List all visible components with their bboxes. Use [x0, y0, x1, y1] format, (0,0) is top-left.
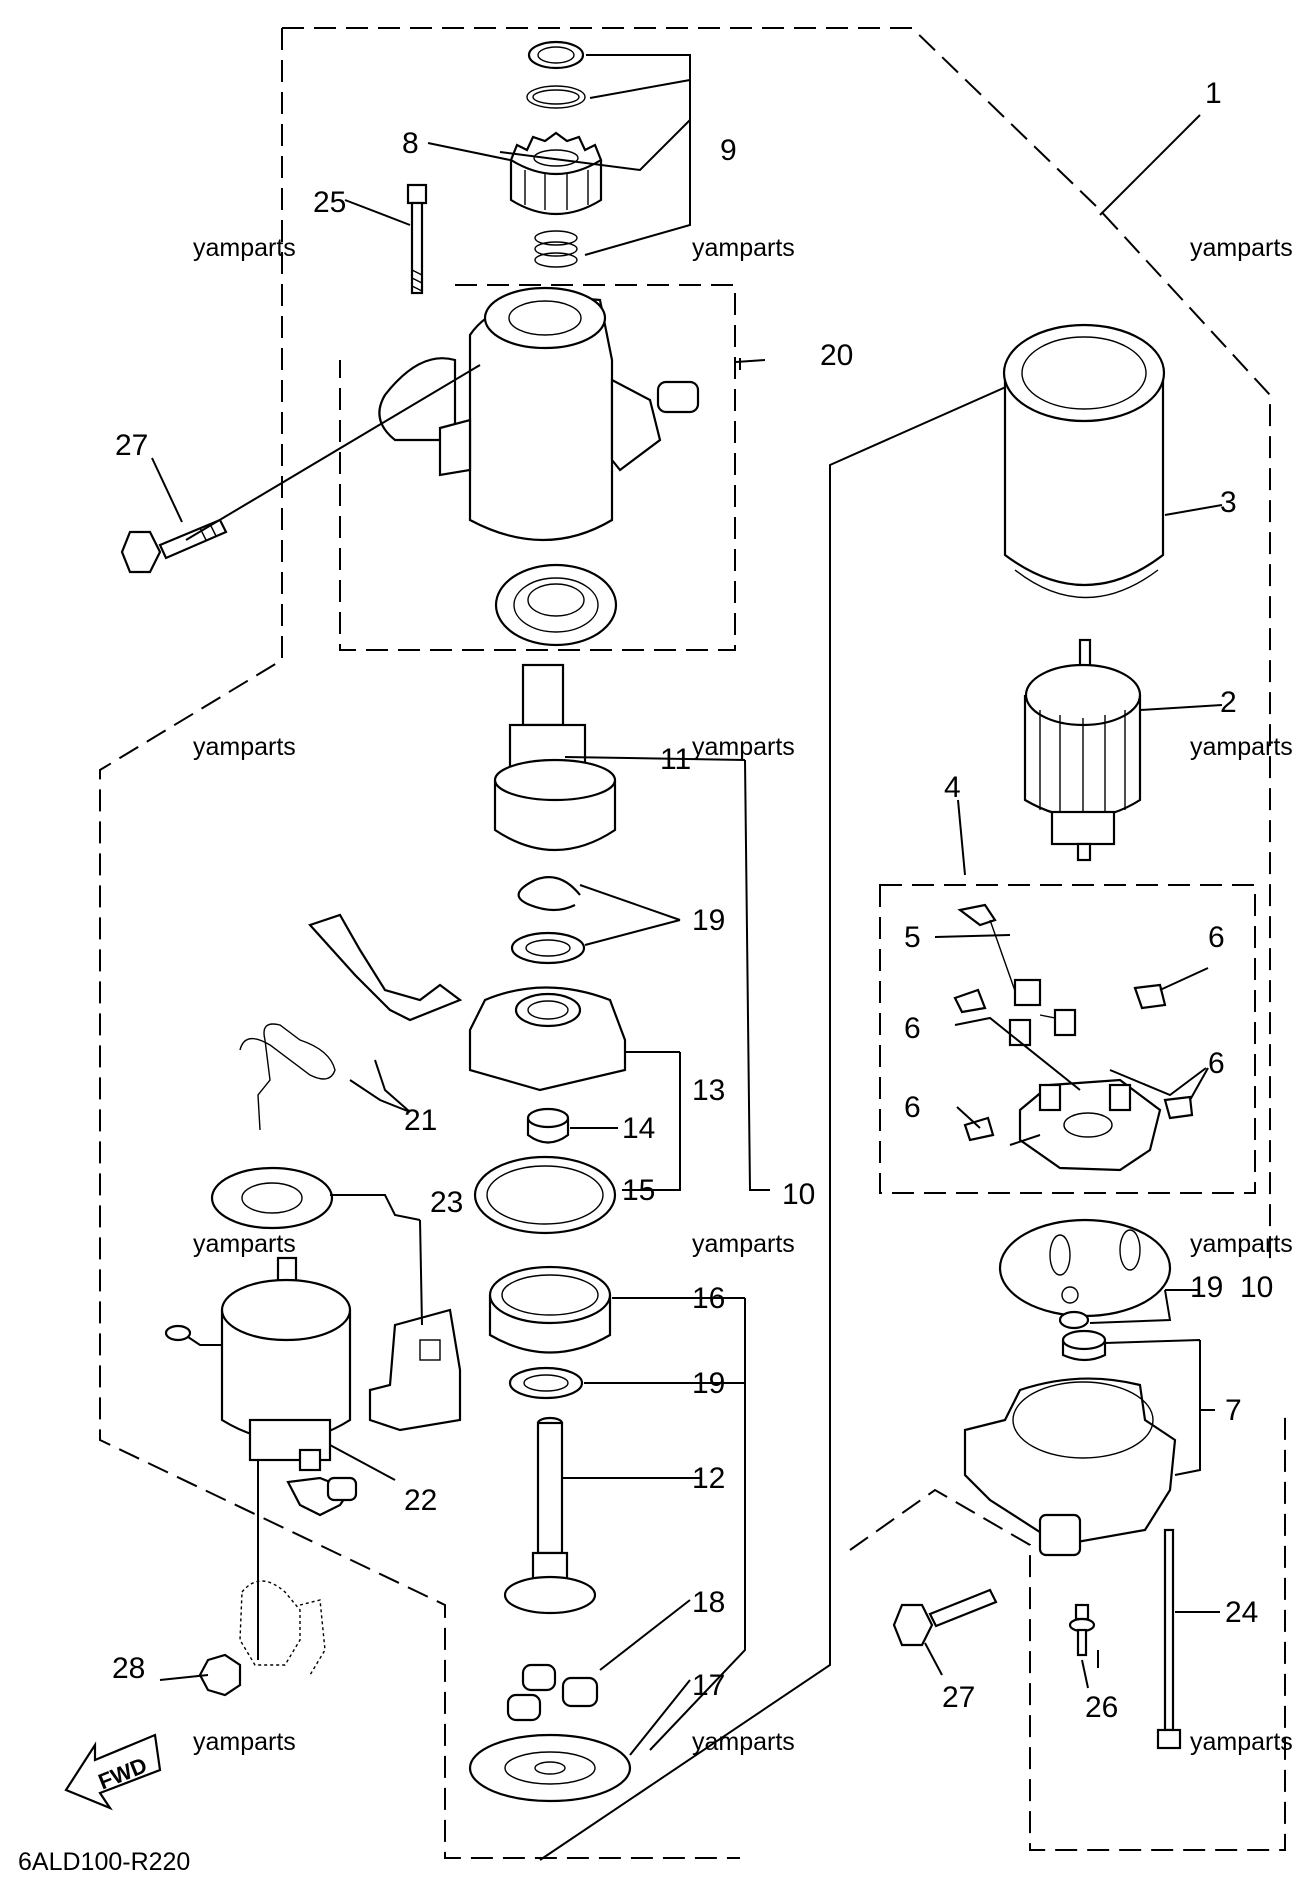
callout-5: 5: [904, 921, 921, 954]
part-13-bracket: [468, 986, 627, 1092]
part-11-clutch: [493, 663, 617, 852]
part-19-end-plate: [998, 1218, 1172, 1330]
callout-6-c: 6: [1208, 1047, 1225, 1080]
watermark-text: yamparts: [193, 1728, 296, 1756]
callout-19-b: 19: [692, 1367, 725, 1400]
callout-17: 17: [692, 1669, 725, 1702]
callout-24: 24: [1225, 1596, 1258, 1629]
callout-26: 26: [1085, 1691, 1118, 1724]
part-2-armature: [1023, 638, 1142, 862]
callout-6-b: 6: [904, 1012, 921, 1045]
callouts: 1 2 3 4 5 6 6 6 6 7 8 9 10 10 11 12 13 1…: [112, 77, 1273, 1724]
part-18-planet-gears: [506, 1663, 599, 1722]
callout-10-b: 10: [1240, 1271, 1273, 1304]
callout-22: 22: [404, 1484, 437, 1517]
fwd-arrow-icon: [64, 1733, 162, 1811]
callout-2: 2: [1220, 686, 1237, 719]
callout-20: 20: [820, 339, 853, 372]
part-6-brush-springs: [953, 983, 1194, 1142]
callout-19-c: 19: [1190, 1271, 1223, 1304]
callout-6-d: 6: [904, 1091, 921, 1124]
callout-19-a: 19: [692, 904, 725, 937]
callout-13: 13: [692, 1074, 725, 1107]
part-19-washer-lower: [508, 1366, 584, 1400]
callout-8: 8: [402, 127, 419, 160]
callout-27-a: 27: [115, 429, 148, 462]
part-23-plate-bracket: [210, 1166, 462, 1432]
callout-23: 23: [430, 1186, 463, 1219]
callout-14: 14: [622, 1112, 655, 1145]
callout-9: 9: [720, 134, 737, 167]
part-28-nut: [198, 1653, 242, 1697]
watermark-text: yamparts: [193, 234, 296, 262]
hidden-parts-outline: [239, 1460, 326, 1676]
part-16-internal-gear: [488, 1265, 612, 1354]
callout-21: 21: [404, 1104, 437, 1137]
watermarks: yamparts yamparts yamparts yamparts yamp…: [193, 234, 1293, 1756]
part-27-bolt-right: [892, 1588, 998, 1647]
leader-lines: [151, 54, 1223, 1756]
callout-12: 12: [692, 1462, 725, 1495]
watermark-text: yamparts: [1190, 234, 1293, 262]
callout-11: 11: [660, 743, 691, 776]
watermark-text: yamparts: [692, 733, 795, 761]
callout-16: 16: [692, 1282, 725, 1315]
part-3-yoke: [1002, 323, 1166, 599]
part-26-screw: [1068, 1603, 1096, 1657]
part-20-front-housing: [378, 286, 700, 647]
watermark-text: yamparts: [193, 733, 296, 761]
part-22-solenoid: [164, 1256, 358, 1517]
watermark-text: yamparts: [692, 234, 795, 262]
assembly-20-boundary: [339, 284, 736, 651]
callout-28: 28: [112, 1652, 145, 1685]
watermark-text: yamparts: [692, 1230, 795, 1258]
part-19-washers-upper: [510, 876, 586, 965]
callout-3: 3: [1220, 486, 1237, 519]
part-24-through-bolt: [1156, 1528, 1182, 1750]
assembly-1-boundary: [99, 27, 1286, 1859]
watermark-text: yamparts: [1190, 1230, 1293, 1258]
callout-18: 18: [692, 1586, 725, 1619]
diagram-code: 6ALD100-R220: [18, 1848, 190, 1876]
part-7-rear-cover: [963, 1329, 1177, 1557]
part-27-bolt-left: [120, 518, 228, 574]
part-17-plate: [468, 1733, 632, 1803]
part-5-brush-lead: [957, 903, 1077, 1047]
callout-1: 1: [1205, 77, 1222, 110]
callout-7: 7: [1225, 1394, 1242, 1427]
watermark-text: yamparts: [193, 1230, 296, 1258]
callout-4: 4: [944, 771, 961, 804]
assembly-4-boundary: [879, 884, 1256, 1194]
part-14-bearing: [526, 1107, 570, 1144]
watermark-text: yamparts: [692, 1728, 795, 1756]
callout-27-b: 27: [942, 1681, 975, 1714]
callout-15: 15: [622, 1174, 655, 1207]
watermark-text: yamparts: [1190, 733, 1293, 761]
part-8-pinion-gear: [509, 131, 603, 215]
part-4-brush-holder: [1018, 1078, 1162, 1172]
callout-25: 25: [313, 186, 346, 219]
part-12-shaft: [503, 1416, 597, 1615]
callout-6-a: 6: [1208, 921, 1225, 954]
part-15-ring-plate: [473, 1155, 617, 1235]
part-21-shift-lever: [239, 913, 463, 1131]
assembly-10-outline: [539, 354, 1079, 1861]
watermark-text: yamparts: [1190, 1728, 1293, 1756]
part-9-pinion-set: [526, 40, 586, 268]
part-25-bolt: [406, 183, 428, 295]
callout-10-a: 10: [782, 1178, 815, 1211]
